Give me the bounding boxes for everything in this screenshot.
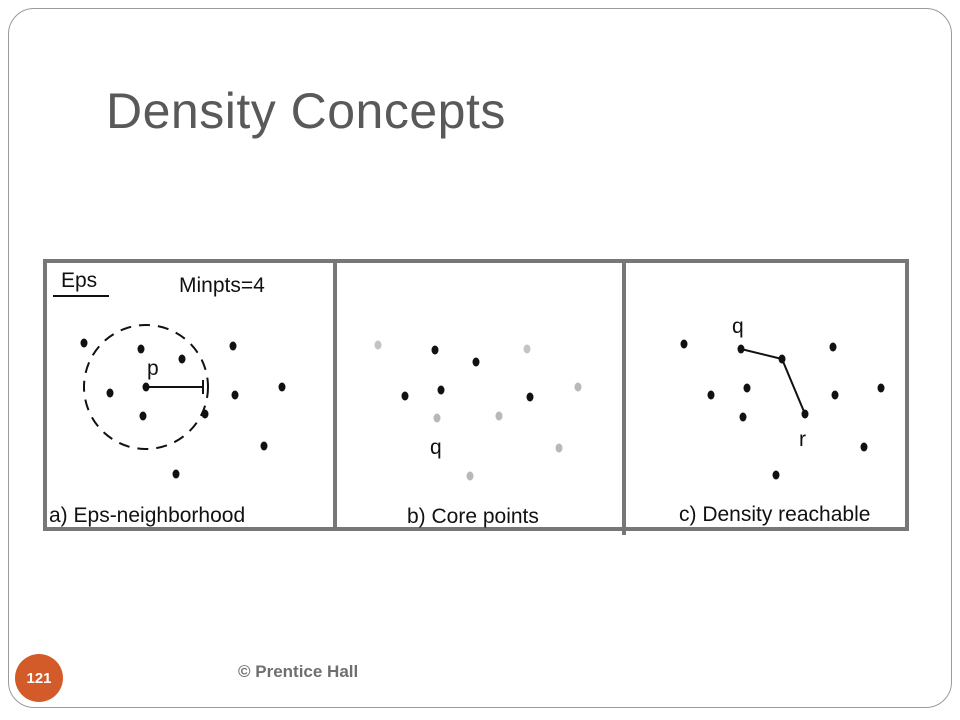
core-point [431,345,439,355]
non-core-point [555,443,563,453]
footer-copyright: © Prentice Hall [238,662,359,681]
caption-b: b) Core points [407,505,539,528]
data-point [201,409,209,419]
eps-label: Eps [61,269,97,292]
non-core-point [433,413,441,423]
data-point [739,412,747,422]
data-point [831,390,839,400]
caption-c: c) Density reachable [679,503,870,526]
data-point [829,342,837,352]
data-point [229,341,237,351]
eps-neighborhood-circle [83,324,209,450]
data-point [860,442,868,452]
reachability-path [740,348,806,415]
data-point [106,388,114,398]
data-point [80,338,88,348]
data-point [707,390,715,400]
core-point [526,392,534,402]
data-point [139,411,147,421]
point-p-label: p [147,357,159,380]
non-core-point [374,340,382,350]
non-core-point [574,382,582,392]
minpts-label: Minpts=4 [179,274,265,297]
non-core-point [466,471,474,481]
data-point [231,390,239,400]
slide-title: Density Concepts [106,83,506,139]
point-q-label: q [430,436,442,459]
figure-border [43,259,909,531]
point-r-label: r [799,428,806,451]
dbscan-figure: Eps Minpts=4 p a) Eps-neighborhood [43,259,909,537]
panel-a: Eps Minpts=4 p a) Eps-neighborhood [49,269,286,527]
core-point [437,385,445,395]
data-point [278,382,286,392]
slide-frame [8,8,952,708]
non-core-point [495,411,503,421]
panel-c: q r c) Density reachable [679,315,885,526]
data-point [743,383,751,393]
panel-b: q b) Core points [374,340,582,528]
data-point [680,339,688,349]
point-p [142,382,150,392]
dbscan-figure-svg: Eps Minpts=4 p a) Eps-neighborhood [43,259,909,535]
data-point [778,354,786,364]
page-number-badge: 121 [15,654,63,702]
data-point [137,344,145,354]
caption-a: a) Eps-neighborhood [49,504,245,527]
point-q-label: q [732,315,744,338]
core-point [472,357,480,367]
point-q [737,344,745,354]
core-point [401,391,409,401]
point-r [801,409,809,419]
data-point [772,470,780,480]
non-core-point [523,344,531,354]
data-point [172,469,180,479]
data-point [178,354,186,364]
data-point [877,383,885,393]
data-point [260,441,268,451]
